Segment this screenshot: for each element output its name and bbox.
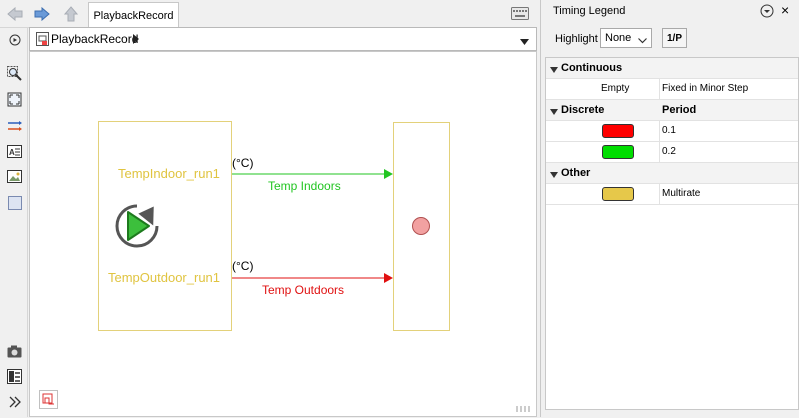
playback-port-label-2: TempOutdoor_run1 [108, 270, 221, 285]
category-label: Discrete [561, 104, 605, 116]
forward-arrow-icon[interactable] [31, 4, 53, 24]
chevron-down-icon[interactable] [638, 35, 647, 47]
sample-time-legend-icon[interactable] [39, 390, 58, 409]
category-row-other[interactable]: Other [546, 163, 798, 184]
category-label: Continuous [561, 62, 623, 74]
editor-toolbar: PlaybackRecord [0, 0, 537, 28]
model-browser-icon[interactable] [6, 368, 23, 385]
legend-row-swatch-text: Empty [601, 83, 630, 94]
signal-label-temp-indoors[interactable]: Temp Indoors [268, 179, 341, 193]
legend-title: Timing Legend [553, 5, 626, 17]
show-period-button[interactable]: 1/P [662, 28, 687, 48]
record-block[interactable] [393, 122, 450, 331]
address-breadcrumb[interactable]: PlaybackRecord [51, 32, 139, 46]
category-row-discrete[interactable]: Discrete Period [546, 100, 798, 121]
timing-legend-panel: Timing Legend × Highlight None 1/P Conti… [540, 0, 799, 417]
canvas-tools-palette: A [0, 28, 28, 417]
legend-row[interactable]: 0.1 [546, 121, 798, 142]
legend-row[interactable]: Multirate [546, 184, 798, 205]
back-arrow-icon[interactable] [4, 4, 26, 24]
up-arrow-icon[interactable] [60, 4, 82, 24]
category-row-continuous[interactable]: Continuous [546, 58, 798, 79]
period-button-label: 1/P [666, 32, 682, 44]
zoom-icon[interactable] [6, 65, 23, 82]
area-icon[interactable] [6, 194, 23, 211]
legend-row[interactable]: Empty Fixed in Minor Step [546, 79, 798, 100]
signal-lines [232, 169, 393, 283]
color-swatch [602, 187, 634, 201]
model-editor: PlaybackRecord A [0, 0, 537, 417]
collapse-triangle-icon[interactable] [550, 64, 558, 76]
annotation-icon[interactable]: A [6, 143, 23, 160]
panel-menu-icon[interactable] [760, 4, 774, 18]
collapse-triangle-icon[interactable] [550, 169, 558, 181]
tab-title: PlaybackRecord [93, 9, 174, 22]
close-icon[interactable]: × [781, 2, 790, 18]
legend-row-value: Multirate [662, 188, 701, 199]
svg-text:A: A [9, 148, 15, 157]
model-icon [36, 32, 49, 46]
tab-playbackrecord[interactable]: PlaybackRecord [88, 2, 179, 28]
legend-row-value: 0.1 [662, 125, 676, 136]
signal-label-temp-outdoors[interactable]: Temp Outdoors [262, 283, 345, 297]
legend-row[interactable]: 0.2 [546, 142, 798, 163]
record-indicator-icon [412, 217, 430, 235]
screenshot-icon[interactable] [6, 343, 23, 360]
signal-lines-icon[interactable] [6, 117, 23, 134]
category-label: Other [561, 167, 591, 179]
signal-unit-1: (°C) [232, 156, 254, 170]
model-canvas[interactable]: TempIndoor_run1 TempOutdoor_run1 (°C) Te… [29, 51, 537, 417]
resize-grip-icon[interactable] [516, 404, 532, 414]
category-column2: Period [662, 104, 697, 116]
playback-port-label-1: TempIndoor_run1 [118, 166, 220, 181]
highlight-select[interactable]: None [600, 28, 652, 48]
color-swatch [602, 124, 634, 138]
signal-unit-2: (°C) [232, 259, 254, 273]
collapse-triangle-icon[interactable] [550, 106, 558, 118]
hide-show-icon[interactable] [6, 31, 23, 48]
expand-icon[interactable] [6, 393, 23, 410]
breadcrumb-arrow-icon[interactable] [133, 34, 139, 47]
highlight-label: Highlight [555, 33, 598, 45]
image-icon[interactable] [6, 168, 23, 185]
legend-table: Continuous Empty Fixed in Minor Step Dis… [545, 57, 799, 410]
keyboard-icon[interactable] [511, 7, 529, 20]
address-dropdown-icon[interactable] [520, 36, 529, 48]
legend-row-value: Fixed in Minor Step [662, 83, 749, 94]
color-swatch [602, 145, 634, 159]
playback-block[interactable]: TempIndoor_run1 TempOutdoor_run1 [98, 121, 232, 331]
legend-row-value: 0.2 [662, 146, 676, 157]
address-bar[interactable]: PlaybackRecord [29, 27, 537, 51]
playback-icon [111, 200, 163, 255]
fit-to-view-icon[interactable] [6, 91, 23, 108]
highlight-value: None [605, 32, 632, 44]
